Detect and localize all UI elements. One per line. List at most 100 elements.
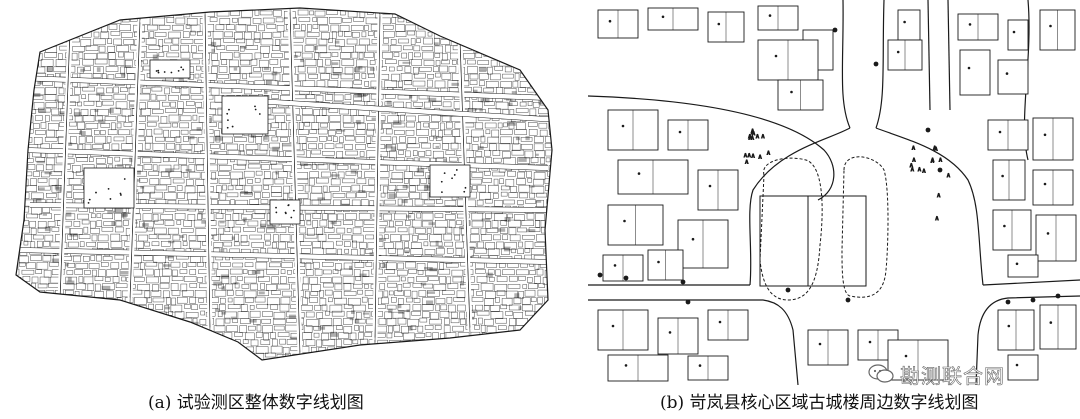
vegetation-symbol: ∧ [743,152,747,159]
parcel [121,339,127,347]
vegetation-symbol: ∧ [761,133,765,140]
parcel [387,275,401,282]
parcel [353,79,362,85]
parcel [16,73,19,79]
parcel [429,318,442,325]
parcel [78,136,86,144]
parcel [152,213,159,222]
parcel [549,191,552,199]
point-symbol [785,287,791,293]
parcel [261,164,270,170]
parcel [330,24,340,33]
dense-building [42,213,48,216]
parcel [357,170,362,178]
parcel [308,143,317,150]
parcel [435,346,441,352]
parcel [511,149,525,156]
dense-building [133,170,141,175]
parcel [23,158,34,163]
parcel [395,221,403,226]
parcel [388,248,396,254]
parcel [142,87,151,94]
parcel [236,361,244,365]
parcel [272,318,286,325]
dense-building [69,233,78,237]
parcel [321,304,328,312]
parcel [96,220,103,227]
parcel [110,325,123,334]
parcel [31,361,35,367]
parcel [452,325,464,332]
dense-building [51,258,60,263]
parcel [68,353,78,360]
parcel [442,346,456,352]
parcel [16,318,20,323]
parcel [324,143,335,149]
parcel [329,304,343,313]
parcel [30,228,37,235]
parcel [262,17,275,24]
parcel [100,332,112,339]
dense-building [402,61,411,64]
parcel [67,304,76,311]
vegetation-symbol: ∧ [748,133,752,140]
parcel [286,318,297,323]
parcel [279,234,291,242]
dense-building [354,67,360,73]
dense-building [197,212,204,215]
label-marker [1005,72,1009,75]
parcel [330,73,339,79]
point-symbol [597,272,603,278]
parcel [254,52,262,60]
tree-symbol [227,119,229,122]
parcel [20,352,29,360]
parcel [496,276,508,282]
parcel [16,38,19,44]
parcel [182,241,188,246]
parcel [354,262,365,268]
parcel [216,185,222,193]
parcel [218,220,227,227]
dense-building [53,324,60,327]
parcel [156,94,167,101]
parcel [333,221,342,226]
parcel [79,73,93,79]
parcel [320,199,331,205]
parcel [391,297,397,303]
parcel [180,283,188,292]
parcel [481,16,494,22]
parcel [245,45,258,50]
parcel [280,276,287,284]
tree-symbol [275,211,278,214]
parcel [477,241,485,249]
parcel [457,199,464,207]
parcel [110,241,123,248]
parcel [407,143,420,149]
parcel [51,297,57,305]
parcel [122,158,132,165]
parcel [397,94,411,100]
parcel [299,122,304,130]
parcel [42,254,52,262]
parcel [526,171,532,178]
dense-building [288,314,296,319]
dense-building [152,54,159,60]
parcel [442,143,449,150]
parcel [403,45,413,51]
parcel [394,332,403,337]
parcel [242,339,249,344]
parcel [211,60,220,66]
parcel [247,179,253,184]
parcel [167,318,174,327]
parcel [66,297,76,306]
vegetation-symbol: ∧ [934,145,938,152]
parcel [391,172,404,180]
label-marker [1015,262,1019,266]
parcel [54,339,63,346]
parcel [259,361,271,365]
dense-building [141,223,149,227]
dense-building [177,326,184,332]
parcel [69,121,77,127]
parcel [101,226,114,232]
parcel [179,122,190,129]
